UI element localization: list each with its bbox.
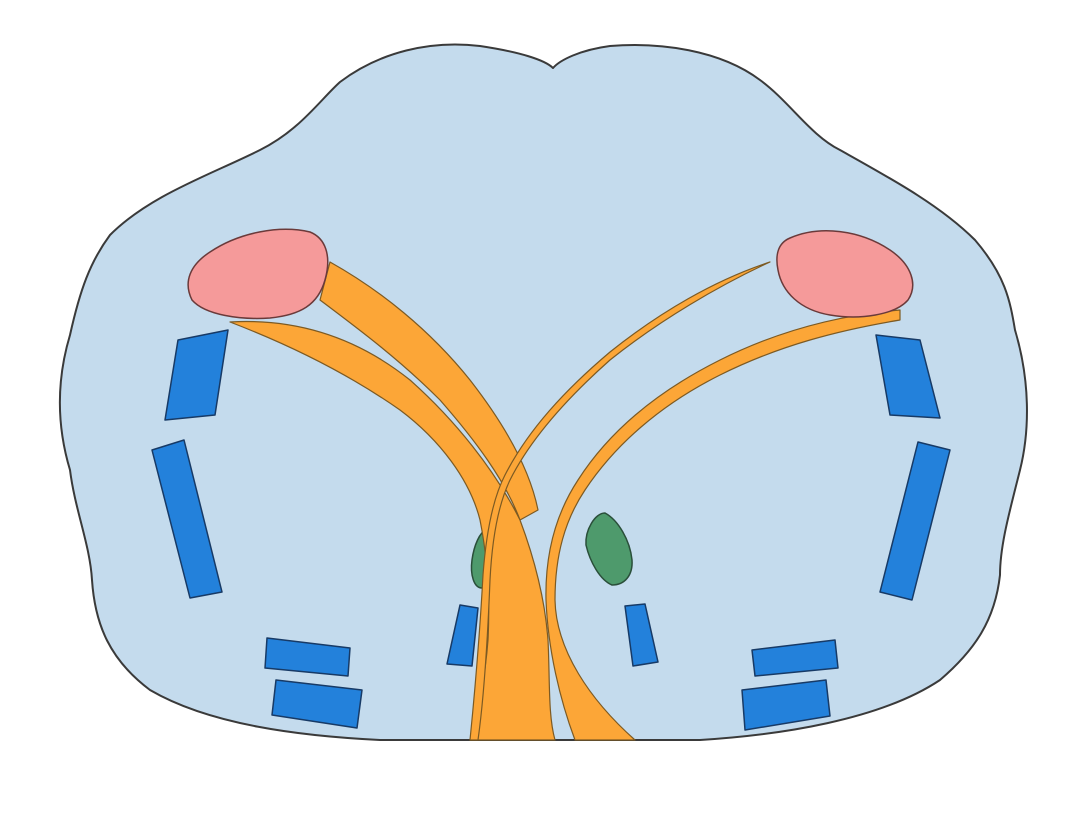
left-blue-region-2 <box>151 439 223 599</box>
right-tract <box>469 261 901 741</box>
left-pink-region <box>187 228 329 320</box>
right-blue-region-4 <box>741 679 831 731</box>
right-blue-region-1 <box>875 334 941 419</box>
right-blue-region-2 <box>879 441 951 601</box>
right-blue-region-3 <box>751 639 839 677</box>
left-blue-region-5 <box>446 604 479 667</box>
right-green-region <box>585 512 633 586</box>
left-blue-region-4 <box>271 679 363 729</box>
left-tract <box>229 261 556 741</box>
right-pink-region <box>776 230 914 318</box>
left-blue-region-1 <box>164 329 229 421</box>
brain-outline <box>58 43 1028 741</box>
left-blue-region-3 <box>264 637 351 677</box>
right-blue-region-5 <box>624 603 659 667</box>
